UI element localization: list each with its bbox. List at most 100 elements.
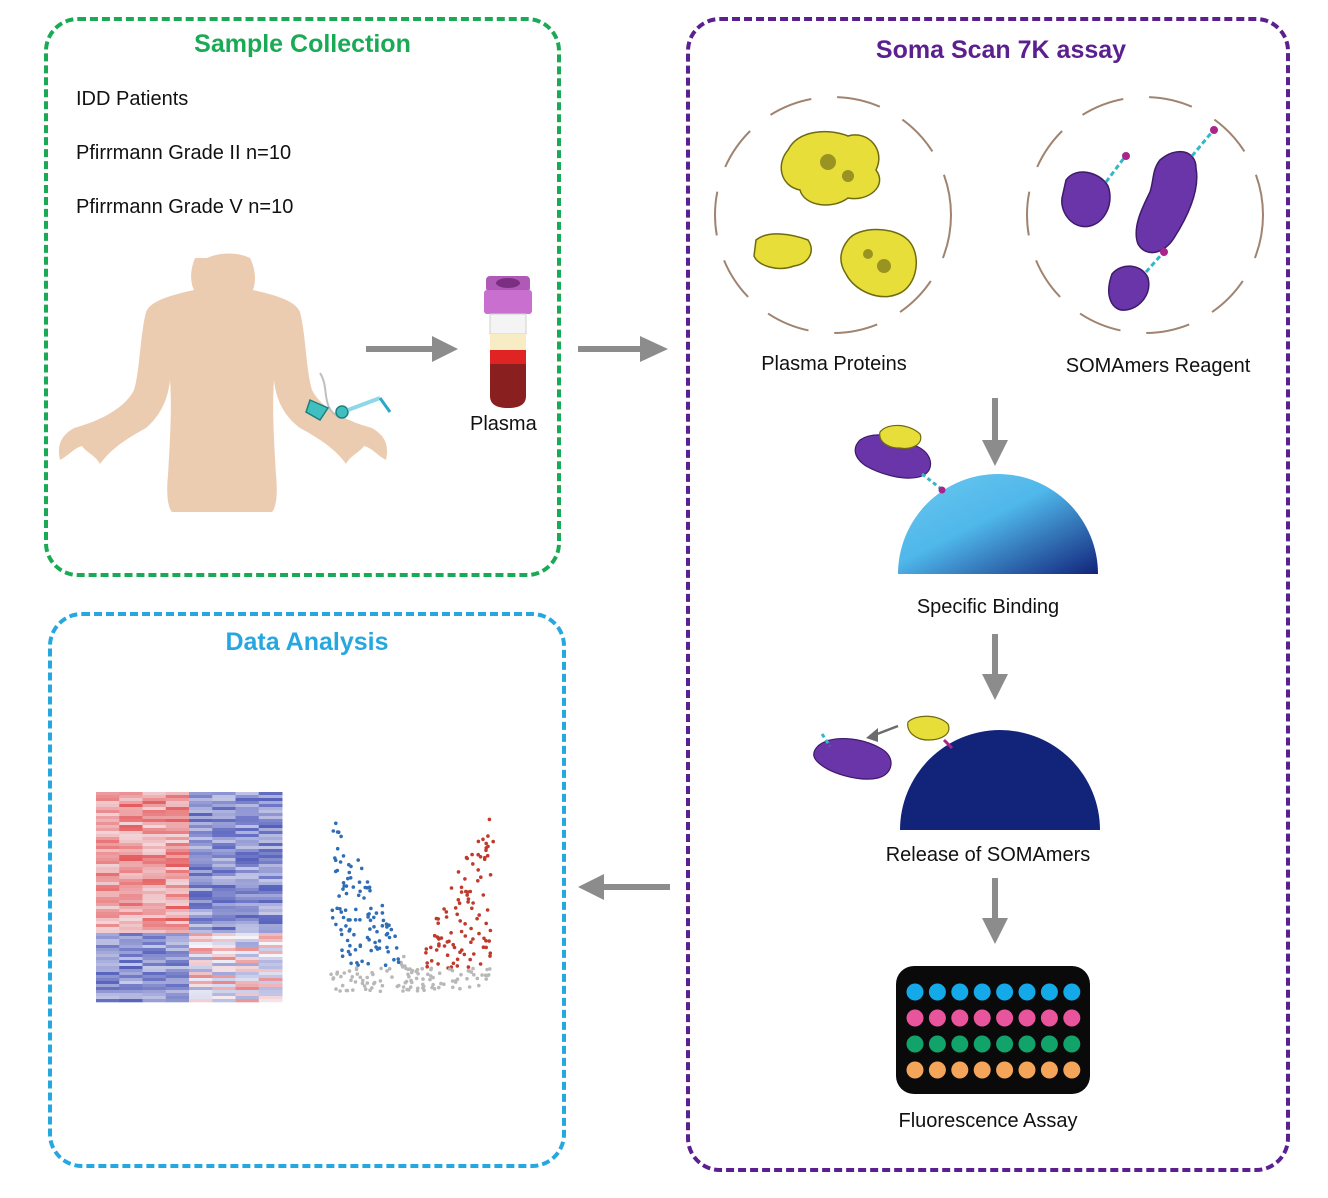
volcano-point [416, 986, 420, 991]
heatmap-cell [96, 822, 120, 826]
volcano-point [465, 893, 469, 897]
volcano-point [369, 948, 373, 953]
volcano-point [385, 925, 389, 929]
heatmap-cell [235, 873, 260, 877]
well-dot [996, 1009, 1014, 1027]
heatmap-cell [212, 831, 236, 835]
volcano-point [439, 981, 443, 986]
heatmap-cell [189, 924, 213, 928]
volcano-point [365, 880, 370, 884]
heatmap-cell [235, 978, 260, 982]
heatmap-cell [258, 894, 283, 898]
heatmap-cell [258, 879, 283, 883]
volcano-point [387, 935, 392, 940]
well-dot [951, 1035, 969, 1053]
heatmap-cell [258, 855, 283, 859]
well-dot [906, 1035, 924, 1053]
volcano-point [392, 957, 396, 962]
heatmap-cell [96, 843, 120, 847]
well-dot [973, 1061, 991, 1079]
heatmap-cell [119, 978, 143, 982]
heatmap-cell [235, 906, 260, 910]
heatmap-cell [96, 915, 120, 919]
heatmap-cell [119, 954, 143, 958]
volcano-point [349, 978, 353, 982]
heatmap-cell [235, 882, 260, 886]
heatmap-cell [189, 852, 213, 856]
heatmap-cell [142, 942, 167, 946]
volcano-point [353, 980, 358, 984]
volcano-point [451, 985, 455, 990]
volcano-point [442, 982, 446, 986]
heatmap-cell [96, 963, 120, 967]
heatmap-cell [189, 792, 213, 796]
volcano-point [331, 829, 336, 833]
heatmap-cell [212, 978, 236, 982]
heatmap-cell [212, 951, 236, 955]
heatmap-cell [142, 918, 167, 922]
heatmap-cell [189, 900, 213, 904]
heatmap-cell [165, 981, 190, 985]
heatmap-cell [258, 834, 283, 838]
heatmap-cell [235, 864, 260, 868]
heatmap-cell [119, 921, 143, 925]
heatmap-cell [189, 840, 213, 844]
volcano-point [346, 876, 350, 881]
arrow-right-icon [578, 336, 668, 362]
volcano-point [457, 901, 462, 905]
heatmap-cell [235, 861, 260, 865]
heatmap-cell [258, 804, 283, 808]
heatmap-cell [165, 894, 190, 898]
heatmap-cell [96, 975, 120, 979]
heatmap-cell [212, 972, 236, 976]
heatmap-cell [212, 891, 236, 895]
heatmap-cell [235, 993, 260, 997]
heatmap-cell [235, 897, 260, 901]
volcano-point [472, 973, 476, 977]
heatmap-cell [235, 894, 260, 898]
heatmap-cell [235, 981, 260, 985]
volcano-point [347, 969, 352, 973]
heatmap-cell [142, 981, 167, 985]
heatmap-cell [235, 951, 260, 955]
heatmap-cell [212, 975, 236, 979]
well-dot [928, 983, 946, 1001]
heatmap-cell [165, 927, 190, 931]
heatmap-cell [258, 993, 283, 997]
heatmap-cell [212, 879, 236, 883]
volcano-point [437, 971, 442, 975]
heatmap-cell [212, 990, 236, 994]
heatmap-cell [189, 822, 213, 826]
heatmap-cell [212, 885, 236, 889]
heatmap-cell [212, 909, 236, 913]
heatmap-cell [96, 879, 120, 883]
heatmap-cell [165, 906, 190, 910]
heatmap-cell [96, 957, 120, 961]
heatmap-cell [165, 951, 190, 955]
heatmap-cell [96, 849, 120, 853]
aptamer-icon [1026, 96, 1264, 334]
volcano-point [340, 954, 345, 958]
volcano-point [459, 885, 464, 890]
volcano-point [481, 893, 486, 897]
volcano-point [436, 921, 440, 925]
heatmap-cell [119, 819, 143, 823]
heatmap-cell [96, 933, 120, 937]
heatmap-cell [235, 798, 260, 802]
heatmap-cell [258, 849, 283, 853]
heatmap-cell [165, 930, 190, 934]
heatmap-cell [165, 813, 190, 817]
heatmap-cell [189, 951, 213, 955]
volcano-point [484, 945, 488, 950]
heatmap-cell [189, 861, 213, 865]
volcano-point [466, 965, 471, 969]
heatmap-cell [258, 990, 283, 994]
heatmap-cell [189, 804, 213, 808]
volcano-point [430, 985, 434, 990]
volcano-point [367, 885, 372, 890]
data-analysis-panel [48, 612, 566, 1168]
volcano-point [343, 908, 348, 912]
volcano-point [360, 959, 364, 964]
heatmap-cell [212, 816, 236, 820]
heatmap-cell [235, 996, 260, 1000]
